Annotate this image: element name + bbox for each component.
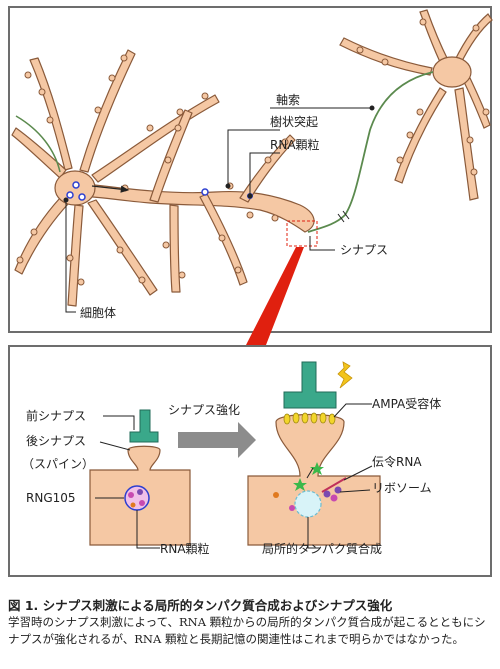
- rna-granules-top: [66, 181, 209, 201]
- label-messenger-rna: 伝令RNA: [372, 454, 422, 469]
- label-synapse-strengthening: シナプス強化: [168, 403, 240, 417]
- rna-granule-bottom: [124, 485, 150, 511]
- axon-break-mark-2: [342, 210, 350, 220]
- label-spine: （スパイン）: [22, 457, 94, 471]
- left-axon: [15, 115, 61, 173]
- bottom-left-leaders: [95, 415, 160, 549]
- label-ribosome: リボソーム: [372, 481, 432, 495]
- lightning-icon: [337, 361, 353, 389]
- axon-break-mark: [337, 213, 345, 223]
- callout-arrow: [246, 247, 304, 345]
- label-postsynapse: 後シナプス: [26, 434, 86, 448]
- ampa-receptors: [283, 412, 336, 425]
- dendritic-spines: [16, 54, 289, 286]
- label-rna-granule-top: RNA顆粒: [270, 137, 320, 152]
- right-neuron: [339, 9, 493, 201]
- transport-arrow: [91, 185, 130, 193]
- label-ampa-receptor: AMPA受容体: [372, 396, 441, 411]
- figure-caption-body: 学習時のシナプス刺激によって、RNA 顆粒からの局所的タンパク質合成が起こるとと…: [8, 615, 486, 646]
- resting-synapse: [89, 409, 191, 546]
- axon: [307, 71, 434, 233]
- synapse-highlight-box: [286, 220, 318, 247]
- right-neuron-spines: [356, 18, 490, 176]
- bottom-right-leaders: [307, 403, 373, 549]
- label-rng105: RNG105: [26, 491, 76, 505]
- label-axon: 軸索: [276, 93, 300, 107]
- label-local-protein-synthesis: 局所的タンパク質合成: [262, 541, 382, 556]
- strengthened-synapse: [247, 361, 381, 546]
- left-neuron: [11, 49, 315, 307]
- label-synapse: シナプス: [340, 243, 388, 257]
- leader-lines: [63, 105, 375, 313]
- strengthening-arrow: [178, 422, 256, 458]
- label-cell-body: 細胞体: [80, 306, 116, 320]
- figure-caption-title: 図 1. シナプス刺激による局所的タンパク質合成およびシナプス強化: [8, 598, 393, 613]
- label-presynapse: 前シナプス: [26, 408, 86, 423]
- label-dendrite: 樹状突起: [270, 114, 318, 129]
- label-rna-granule-bottom: RNA顆粒: [160, 541, 210, 556]
